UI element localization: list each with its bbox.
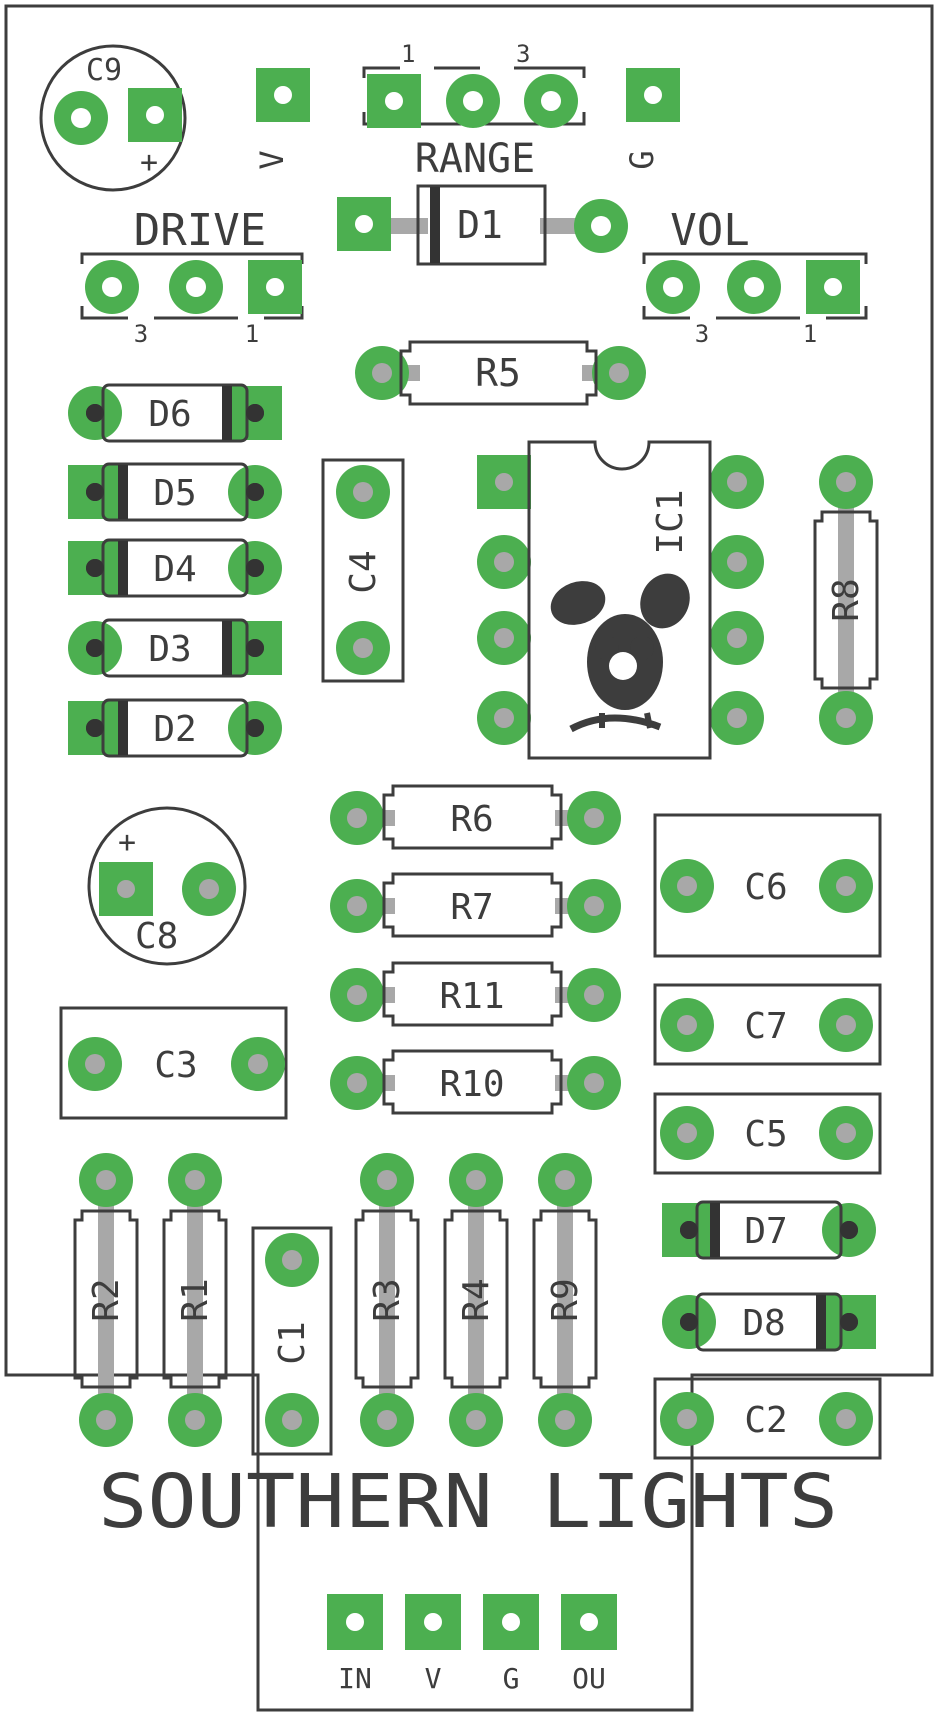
vol-pot: VOL 3 1 — [642, 205, 868, 348]
in-label: IN — [338, 1662, 372, 1695]
vol-pin3-label: 3 — [695, 320, 709, 348]
d3-diode: D3 — [68, 618, 282, 678]
board-outline — [4, 4, 934, 1712]
drive-pin3-label: 3 — [134, 320, 148, 348]
r11-label: R11 — [439, 976, 504, 1017]
d1-diode: D1 — [337, 184, 628, 266]
range-pin3-label: 3 — [516, 40, 530, 68]
r11-resistor: R11 — [330, 961, 621, 1027]
d8-diode: D8 — [662, 1292, 876, 1352]
g-pad: G — [623, 68, 680, 170]
r10-resistor: R10 — [330, 1049, 621, 1115]
d8-label: D8 — [742, 1303, 785, 1344]
c2-capacitor: C2 — [653, 1377, 882, 1460]
c9-capacitor: C9 + — [39, 44, 187, 192]
range-header: 1 3 RANGE — [362, 40, 586, 182]
r7-label: R7 — [450, 887, 493, 928]
d5-label: D5 — [153, 473, 196, 514]
d2-diode: D2 — [68, 698, 282, 758]
drive-pot: DRIVE 3 1 — [80, 205, 304, 348]
c9-label: C9 — [86, 53, 122, 88]
d1-label: D1 — [457, 203, 503, 247]
r9-resistor: R9 — [532, 1153, 598, 1447]
d6-label: D6 — [148, 394, 191, 435]
c7-capacitor: C7 — [653, 983, 882, 1066]
ic1-chip: IC1 — [477, 440, 764, 760]
c6-capacitor: C6 — [653, 813, 882, 958]
c4-label: C4 — [343, 550, 384, 593]
ic1-label: IC1 — [650, 489, 691, 554]
g-offboard-label: G — [503, 1662, 520, 1695]
board-title: SOUTHERN LIGHTS — [98, 1459, 838, 1545]
range-pin1-label: 1 — [401, 40, 415, 68]
drive-pin1-label: 1 — [245, 320, 259, 348]
r2-resistor: R2 — [73, 1153, 139, 1447]
r4-label: R4 — [456, 1278, 497, 1321]
c5-label: C5 — [744, 1114, 787, 1155]
r5-label: R5 — [475, 351, 521, 395]
r8-resistor: R8 — [813, 455, 879, 745]
c8-plus-label: + — [118, 825, 136, 860]
d4-label: D4 — [153, 549, 196, 590]
r3-resistor: R3 — [354, 1153, 420, 1447]
c9-plus-label: + — [140, 145, 158, 180]
r6-resistor: R6 — [330, 784, 621, 850]
d5-diode: D5 — [68, 462, 282, 522]
d2-label: D2 — [153, 709, 196, 750]
d7-label: D7 — [744, 1211, 787, 1252]
d7-diode: D7 — [662, 1200, 876, 1260]
r9-label: R9 — [545, 1278, 586, 1321]
v-label: V — [253, 150, 291, 169]
r7-resistor: R7 — [330, 872, 621, 938]
r5-resistor: R5 — [355, 340, 646, 406]
r3-label: R3 — [367, 1278, 408, 1321]
c3-label: C3 — [154, 1045, 197, 1086]
vol-label: VOL — [670, 205, 749, 256]
c5-capacitor: C5 — [653, 1092, 882, 1175]
range-label: RANGE — [415, 136, 535, 182]
r8-label: R8 — [826, 578, 867, 621]
offboard-connector: IN V G OU — [327, 1594, 617, 1695]
r1-resistor: R1 — [162, 1153, 228, 1447]
drive-label: DRIVE — [134, 205, 266, 256]
c8-label: C8 — [135, 916, 178, 957]
r10-label: R10 — [439, 1064, 504, 1105]
c8-capacitor: + C8 — [87, 806, 247, 966]
c4-capacitor: C4 — [321, 458, 405, 683]
d3-label: D3 — [148, 629, 191, 670]
v-pad: V — [253, 68, 310, 170]
v-offboard-label: V — [425, 1662, 442, 1695]
rabbit-logo-icon — [550, 573, 690, 733]
c7-label: C7 — [744, 1006, 787, 1047]
r4-resistor: R4 — [443, 1153, 509, 1447]
d4-diode: D4 — [68, 538, 282, 598]
r6-label: R6 — [450, 799, 493, 840]
g-label: G — [623, 150, 661, 169]
c1-capacitor: C1 — [251, 1226, 333, 1456]
d6-diode: D6 — [68, 383, 282, 443]
c6-label: C6 — [744, 867, 787, 908]
c3-capacitor: C3 — [59, 1006, 288, 1120]
vol-pin1-label: 1 — [803, 320, 817, 348]
c1-label: C1 — [272, 1321, 313, 1364]
r2-label: R2 — [86, 1278, 127, 1321]
c2-label: C2 — [744, 1400, 787, 1441]
r1-label: R1 — [175, 1278, 216, 1321]
ou-label: OU — [572, 1662, 606, 1695]
